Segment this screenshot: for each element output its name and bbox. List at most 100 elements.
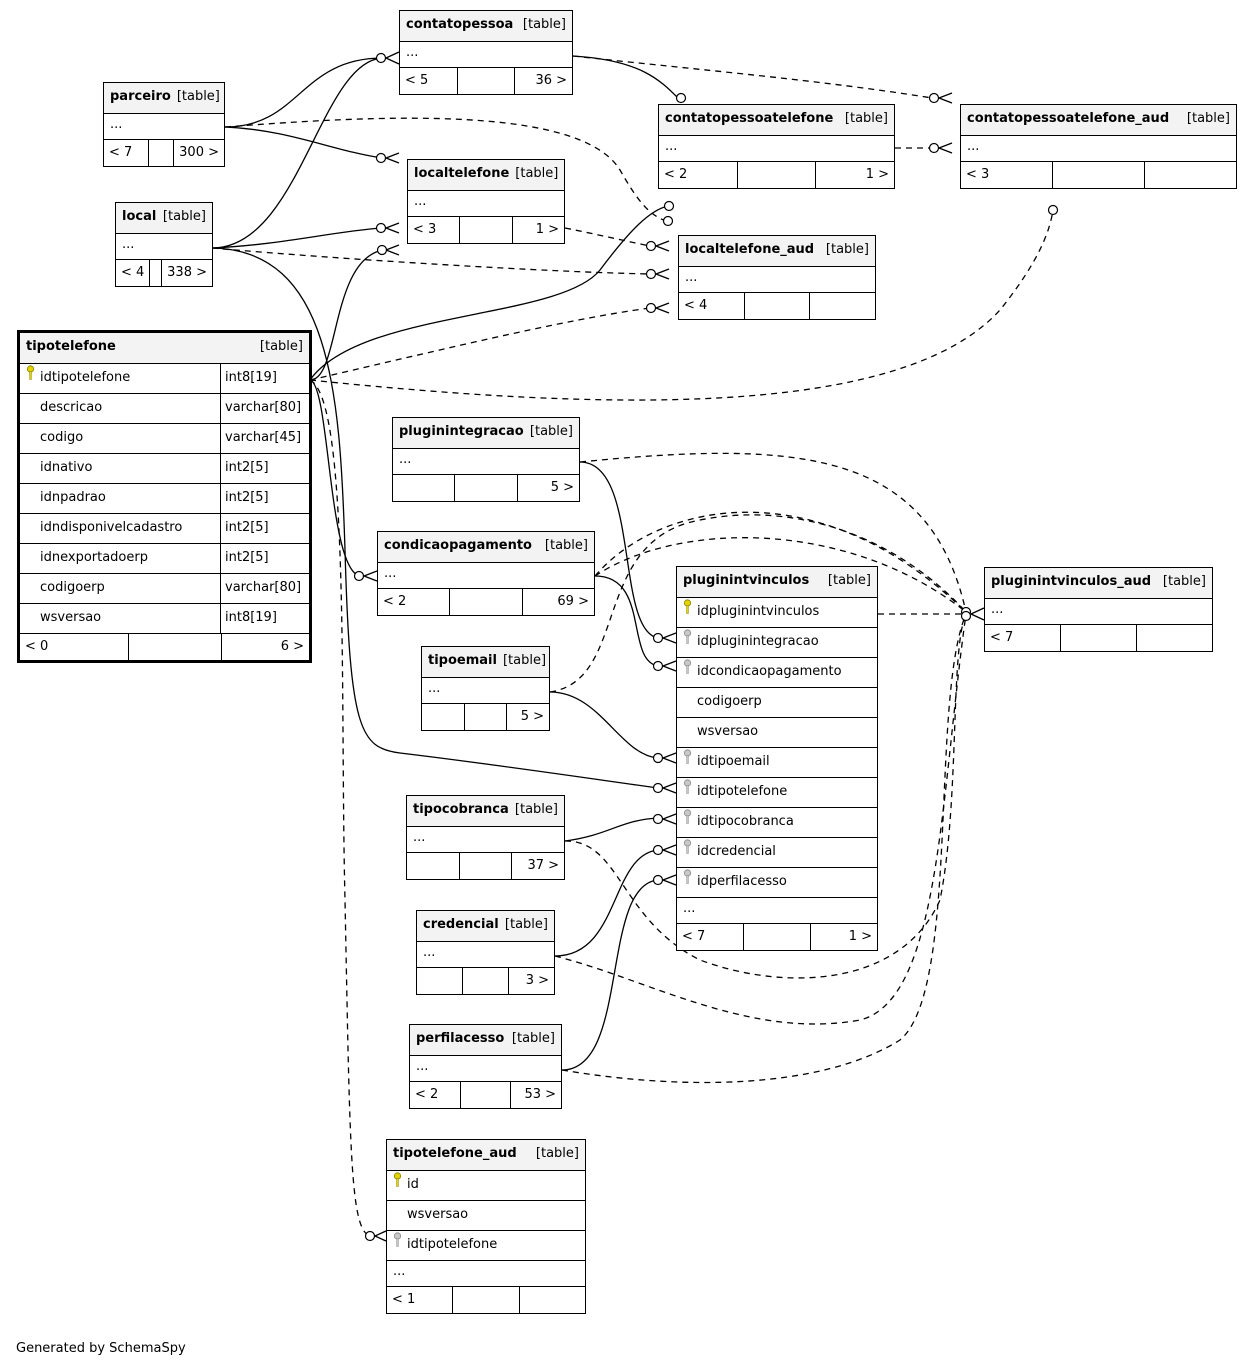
column-type: int8[19] [220,604,309,633]
table-name: perfilacesso [416,1031,505,1046]
edge-tipotelefone-localtelefone [309,249,384,381]
table-pluginintegracao[interactable]: pluginintegracao[table] ... 5 > [392,417,580,502]
edge-pluginintegracao-pluginintvinculos [579,461,659,639]
column-name: wsversao [40,610,102,625]
parents-count: < 3 [966,167,990,182]
table-footer: 5 > [393,475,579,501]
table-footer: < 1 [387,1287,585,1313]
column-row: idcredencial [677,838,877,868]
column-row: wsversao [387,1201,585,1231]
column-row: idnpadrao int2[5] [20,484,309,514]
table-tipoemail[interactable]: tipoemail[table] ... 5 > [421,646,550,731]
table-contatopessoatelefone_aud[interactable]: contatopessoatelefone_aud[table] ... < 3 [960,104,1237,189]
column-spacer [20,544,40,573]
table-footer: < 4 [679,293,875,319]
ellipsis-row: ... [393,449,579,475]
column-name: idnpadrao [40,490,106,505]
column-name: descricao [40,400,103,415]
table-tag: [table] [511,1031,555,1046]
column-name: idnativo [40,460,93,475]
column-name: wsversao [407,1207,469,1222]
table-name: contatopessoatelefone_aud [967,111,1170,126]
ellipsis-row: ... [659,136,894,162]
ellipsis-row: ... [400,42,572,68]
rows-count [736,162,816,188]
column-name: codigoerp [697,694,762,709]
table-tag: [table] [502,653,547,668]
table-pluginintvinculos_aud[interactable]: pluginintvinculos_aud[table] ... < 7 [984,567,1213,652]
table-name: condicaopagamento [384,538,532,553]
ellipsis-row: ... [408,191,564,217]
table-credencial[interactable]: credencial[table] ... 3 > [416,910,555,995]
column-spacer [677,718,697,747]
rows-count [149,260,161,286]
column-name: wsversao [697,724,759,739]
column-row: idperfilacesso [677,868,877,898]
children-count: 53 > [510,1082,561,1108]
table-localtelefone_aud[interactable]: localtelefone_aud[table] ... < 4 [678,235,876,320]
table-tag: [table] [522,17,566,32]
table-tag: [table] [844,111,888,126]
column-spacer [677,688,697,717]
column-spacer [20,484,40,513]
ellipsis-row: ... [378,563,594,589]
column-name: idtipotelefone [40,370,131,385]
ellipsis-row: ... [985,599,1212,625]
column-row: idtipotelefone [677,778,877,808]
column-name: id [407,1177,419,1192]
column-name: idcondicaopagamento [697,664,842,679]
parents-count: < 1 [392,1292,416,1307]
column-type: int2[5] [220,454,309,483]
column-name: codigo [40,430,84,445]
column-spacer [20,604,40,633]
children-count: 1 > [815,162,894,188]
edge-perfilacesso-pluginintvinculos [561,879,659,1071]
column-type: int2[5] [220,484,309,513]
table-tag: [table] [1186,111,1230,126]
rows-count [459,217,511,243]
edge-tipocobranca-pluginintvinculos [564,817,659,842]
edge-tipotelefone-tipotelefone_aud [309,379,371,1237]
table-name: local [122,209,157,224]
edge-local-tipotelefone-path [211,247,659,789]
parents-count [422,704,464,730]
children-count: 6 > [220,634,310,660]
column-type: int2[5] [220,544,309,573]
rows-count [459,1082,511,1108]
column-type: varchar[80] [220,394,309,423]
column-row: idtipocobranca [677,808,877,838]
rows-count [127,634,221,660]
rows-count [148,140,173,166]
ellipsis-row: ... [417,942,554,968]
edge-tipotelefone-contatopessoatelefone [309,205,669,381]
table-tipocobranca[interactable]: tipocobranca[table] ... 37 > [406,795,565,880]
children-count: 36 > [514,68,572,94]
table-tag: [table] [515,166,559,181]
edge-localtelefone-localtelefone_aud [564,227,651,247]
table-pluginintvinculos[interactable]: pluginintvinculos[table] idpluginintvinc… [676,566,878,951]
foreign-key-icon [677,868,697,897]
edge-tipoemail-aud [549,514,967,693]
column-name: idnexportadoerp [40,550,148,565]
column-name: idpluginintegracao [697,634,819,649]
ellipsis-row: ... [679,267,875,293]
table-tag: [table] [529,424,573,439]
column-row: codigoerp [677,688,877,718]
parents-count [407,853,459,879]
